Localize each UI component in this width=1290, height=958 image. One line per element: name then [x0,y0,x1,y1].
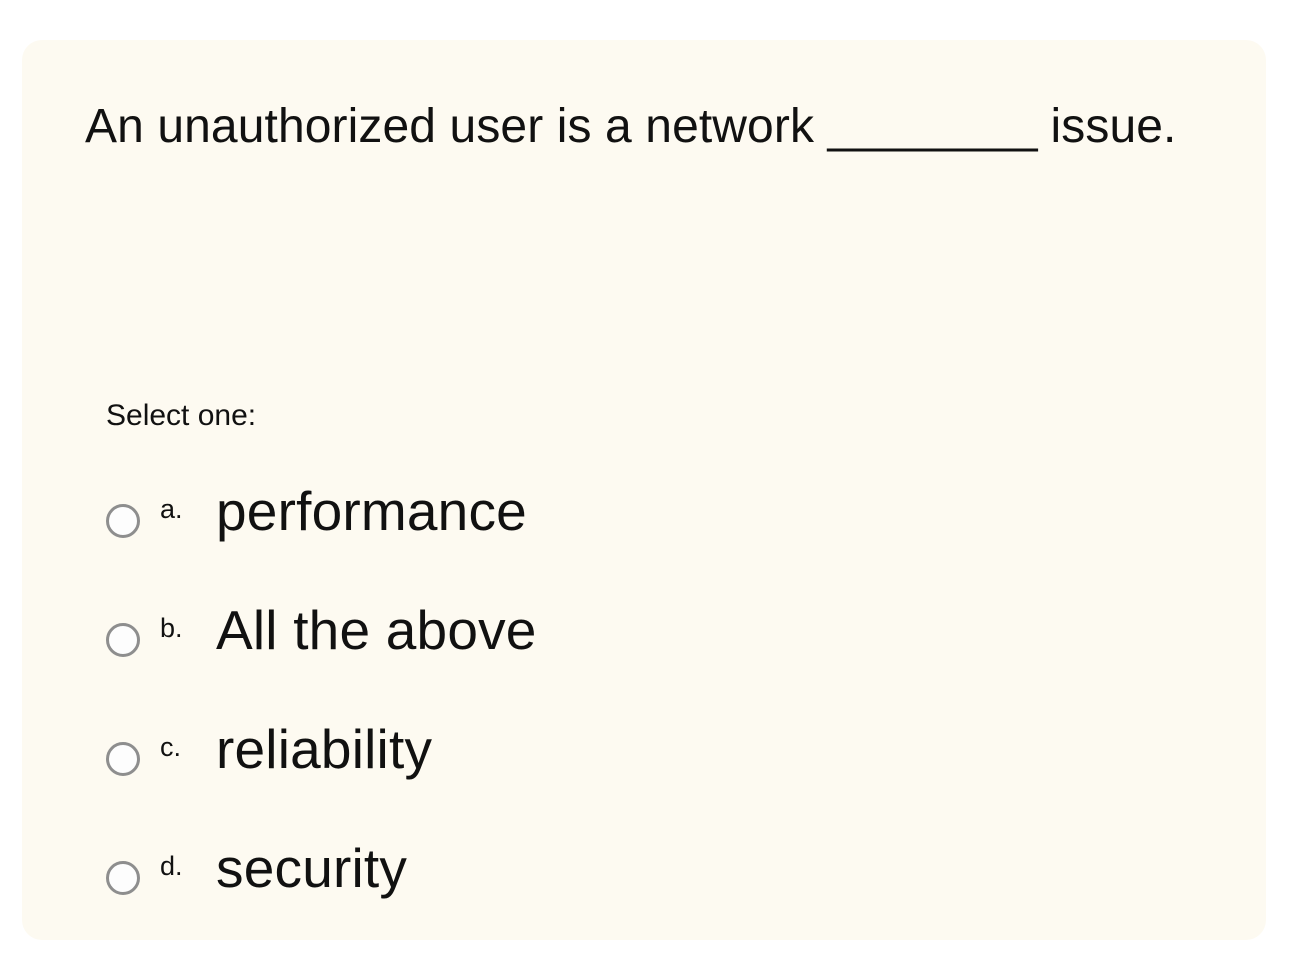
question-text-after-blank: issue. [1037,100,1177,153]
question-card: An unauthorized user is a network ______… [22,40,1266,940]
option-label-b[interactable]: All the above [216,599,537,661]
option-row-a[interactable]: a. performance [106,480,1226,601]
select-one-label: Select one: [106,399,257,432]
radio-button-a[interactable] [106,504,140,538]
option-marker-a: a. [160,494,183,524]
option-label-d[interactable]: security [216,837,408,899]
option-marker-b: b. [160,613,183,643]
quiz-page: An unauthorized user is a network ______… [22,40,1266,940]
question-stem: An unauthorized user is a network ______… [85,95,1185,158]
radio-button-d[interactable] [106,861,140,895]
radio-button-c[interactable] [106,742,140,776]
option-row-c[interactable]: c. reliability [106,718,1226,839]
question-text-before-blank: An unauthorized user is a network [85,100,828,153]
option-label-a[interactable]: performance [216,480,527,542]
question-blank: ________ [827,100,1038,153]
option-row-b[interactable]: b. All the above [106,599,1226,720]
option-marker-c: c. [160,732,182,762]
option-row-d[interactable]: d. security [106,837,1226,958]
option-marker-d: d. [160,851,183,881]
option-label-c[interactable]: reliability [216,718,433,780]
radio-button-b[interactable] [106,623,140,657]
answer-options-list: a. performance b. All the above c. relia… [106,480,1226,958]
